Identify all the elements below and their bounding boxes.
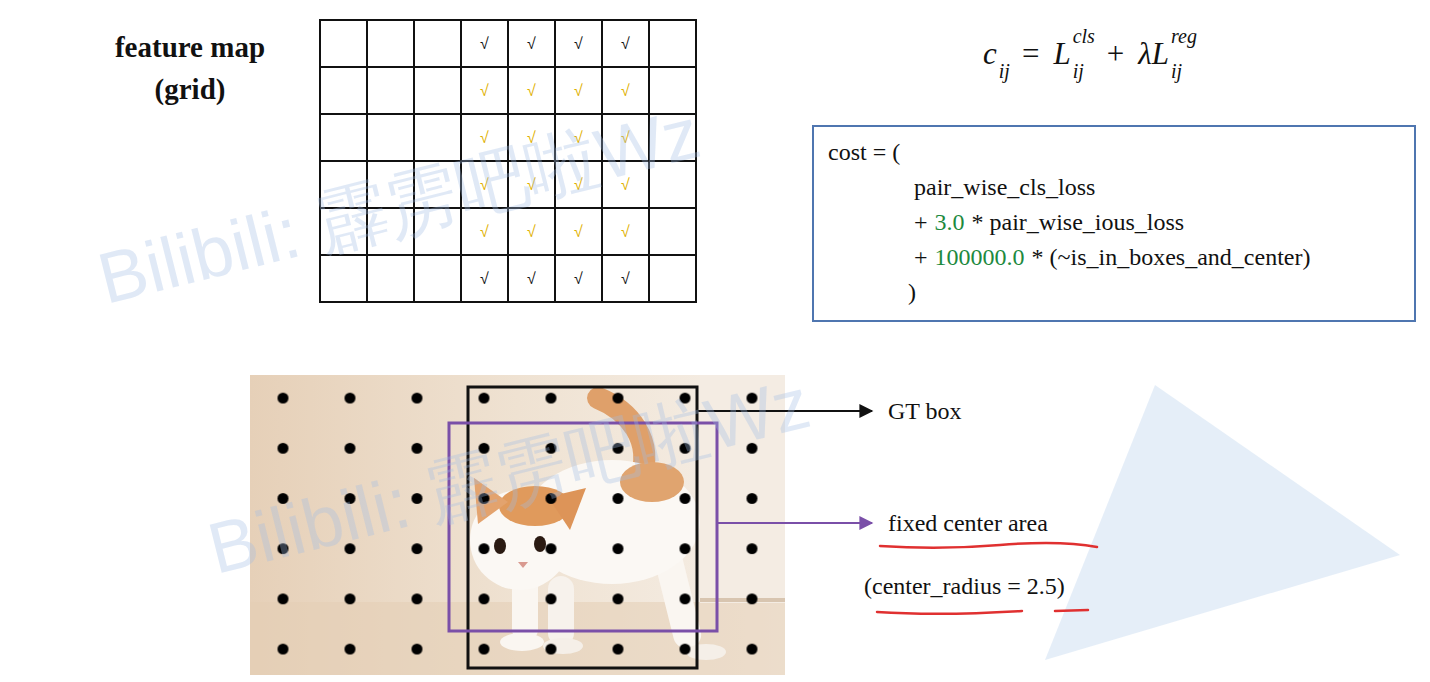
check-mark: √ xyxy=(610,216,641,247)
code-text: * (~is_in_boxes_and_center) xyxy=(1032,240,1311,275)
check-mark: √ xyxy=(469,75,500,106)
code-text: 100000.0 xyxy=(935,240,1025,275)
formula-term: ij xyxy=(1073,60,1084,82)
area-label: fixed center area xyxy=(888,509,1048,537)
formula-term: cls xyxy=(1073,25,1095,47)
check-mark: √ xyxy=(563,216,594,247)
play-triangle xyxy=(1045,385,1400,660)
code-text: pair_wise_cls_loss xyxy=(914,170,1095,205)
box-label: GT box xyxy=(888,397,962,425)
check-mark: √ xyxy=(610,75,641,106)
code-line: ) xyxy=(908,275,1400,310)
code-line: cost = ( xyxy=(828,135,1400,170)
red-underline xyxy=(877,611,1022,614)
check-mark: √ xyxy=(516,216,547,247)
formula-term: = xyxy=(1022,36,1039,72)
check-mark: √ xyxy=(516,263,547,294)
formula-term: ij xyxy=(1171,60,1182,82)
formula-term: reg xyxy=(1171,25,1197,47)
code-box: cost = (pair_wise_cls_loss+3.0* pair_wis… xyxy=(812,125,1416,322)
check-mark: √ xyxy=(610,28,641,59)
check-mark: √ xyxy=(563,263,594,294)
feature-grid xyxy=(320,254,696,256)
code-text: * pair_wise_ious_loss xyxy=(972,205,1185,240)
grid-title: feature map (grid) xyxy=(95,26,285,110)
formula-term: + xyxy=(1107,36,1124,72)
formula-term: ij xyxy=(999,60,1010,82)
check-mark: √ xyxy=(469,28,500,59)
red-underline xyxy=(1055,610,1088,611)
feature-grid xyxy=(320,66,696,68)
code-line: +100000.0* (~is_in_boxes_and_center) xyxy=(914,240,1400,275)
check-mark: √ xyxy=(563,28,594,59)
formula-term: c xyxy=(983,36,997,72)
code-line: pair_wise_cls_loss xyxy=(914,170,1400,205)
formula-term: L xyxy=(1053,36,1070,72)
check-mark: √ xyxy=(610,263,641,294)
red-underline xyxy=(880,543,1097,548)
code-text: ) xyxy=(908,275,916,310)
leader-arrow xyxy=(717,522,872,524)
code-text: + xyxy=(914,240,928,275)
code-text: 3.0 xyxy=(935,205,965,240)
param-label: (center_radius = 2.5) xyxy=(864,572,1065,600)
check-mark: √ xyxy=(516,28,547,59)
check-mark: √ xyxy=(563,75,594,106)
check-mark: √ xyxy=(469,263,500,294)
code-text: + xyxy=(914,205,928,240)
formula-term: λL xyxy=(1138,36,1169,72)
code-line: +3.0* pair_wise_ious_loss xyxy=(914,205,1400,240)
watermark: Bilibili: 霹雳吧啦Wz xyxy=(90,92,707,319)
code-text: cost = ( xyxy=(828,135,900,170)
check-mark: √ xyxy=(516,75,547,106)
